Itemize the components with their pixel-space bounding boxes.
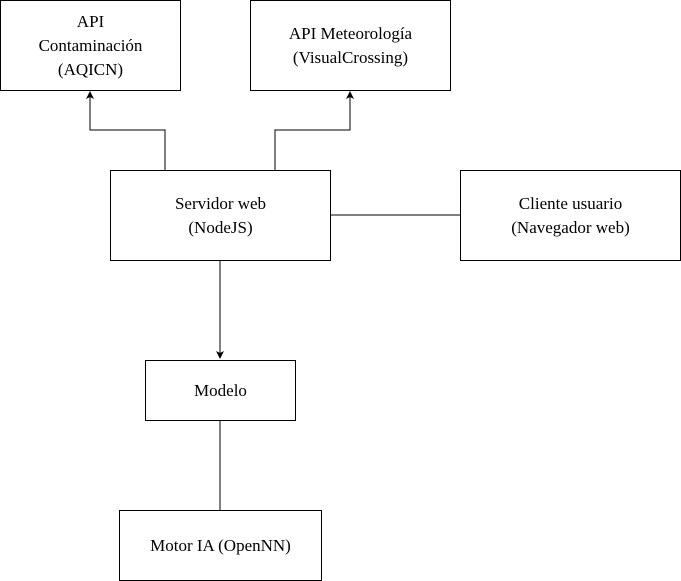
node-servidor-web: Servidor web (NodeJS) [110,170,331,261]
node-modelo-line-1: Modelo [194,380,247,400]
node-modelo: Modelo [145,360,296,421]
node-motor-ia-line-1: Motor IA (OpenNN) [150,535,291,555]
node-api-contaminacion-line-3: (AQICN) [57,59,124,79]
node-servidor-web-line-1: Servidor web [174,193,267,213]
node-api-meteorologia-line-1: API Meteorología [288,23,413,43]
node-api-contaminacion-line-1: API [76,11,105,31]
node-api-meteorologia-line-2: (VisualCrossing) [292,47,409,67]
node-cliente-usuario: Cliente usuario (Navegador web) [460,170,681,261]
node-api-contaminacion: API Contaminación (AQICN) [0,0,181,91]
node-motor-ia: Motor IA (OpenNN) [119,510,322,581]
node-api-meteorologia: API Meteorología (VisualCrossing) [250,0,451,91]
node-servidor-web-line-2: (NodeJS) [188,217,253,237]
node-cliente-usuario-line-1: Cliente usuario [518,193,623,213]
edge-servidor-to-api-contaminacion [86,91,166,170]
edge-servidor-to-api-meteorologia [274,91,354,170]
node-api-contaminacion-line-2: Contaminación [38,35,143,55]
node-cliente-usuario-line-2: (Navegador web) [511,217,630,237]
